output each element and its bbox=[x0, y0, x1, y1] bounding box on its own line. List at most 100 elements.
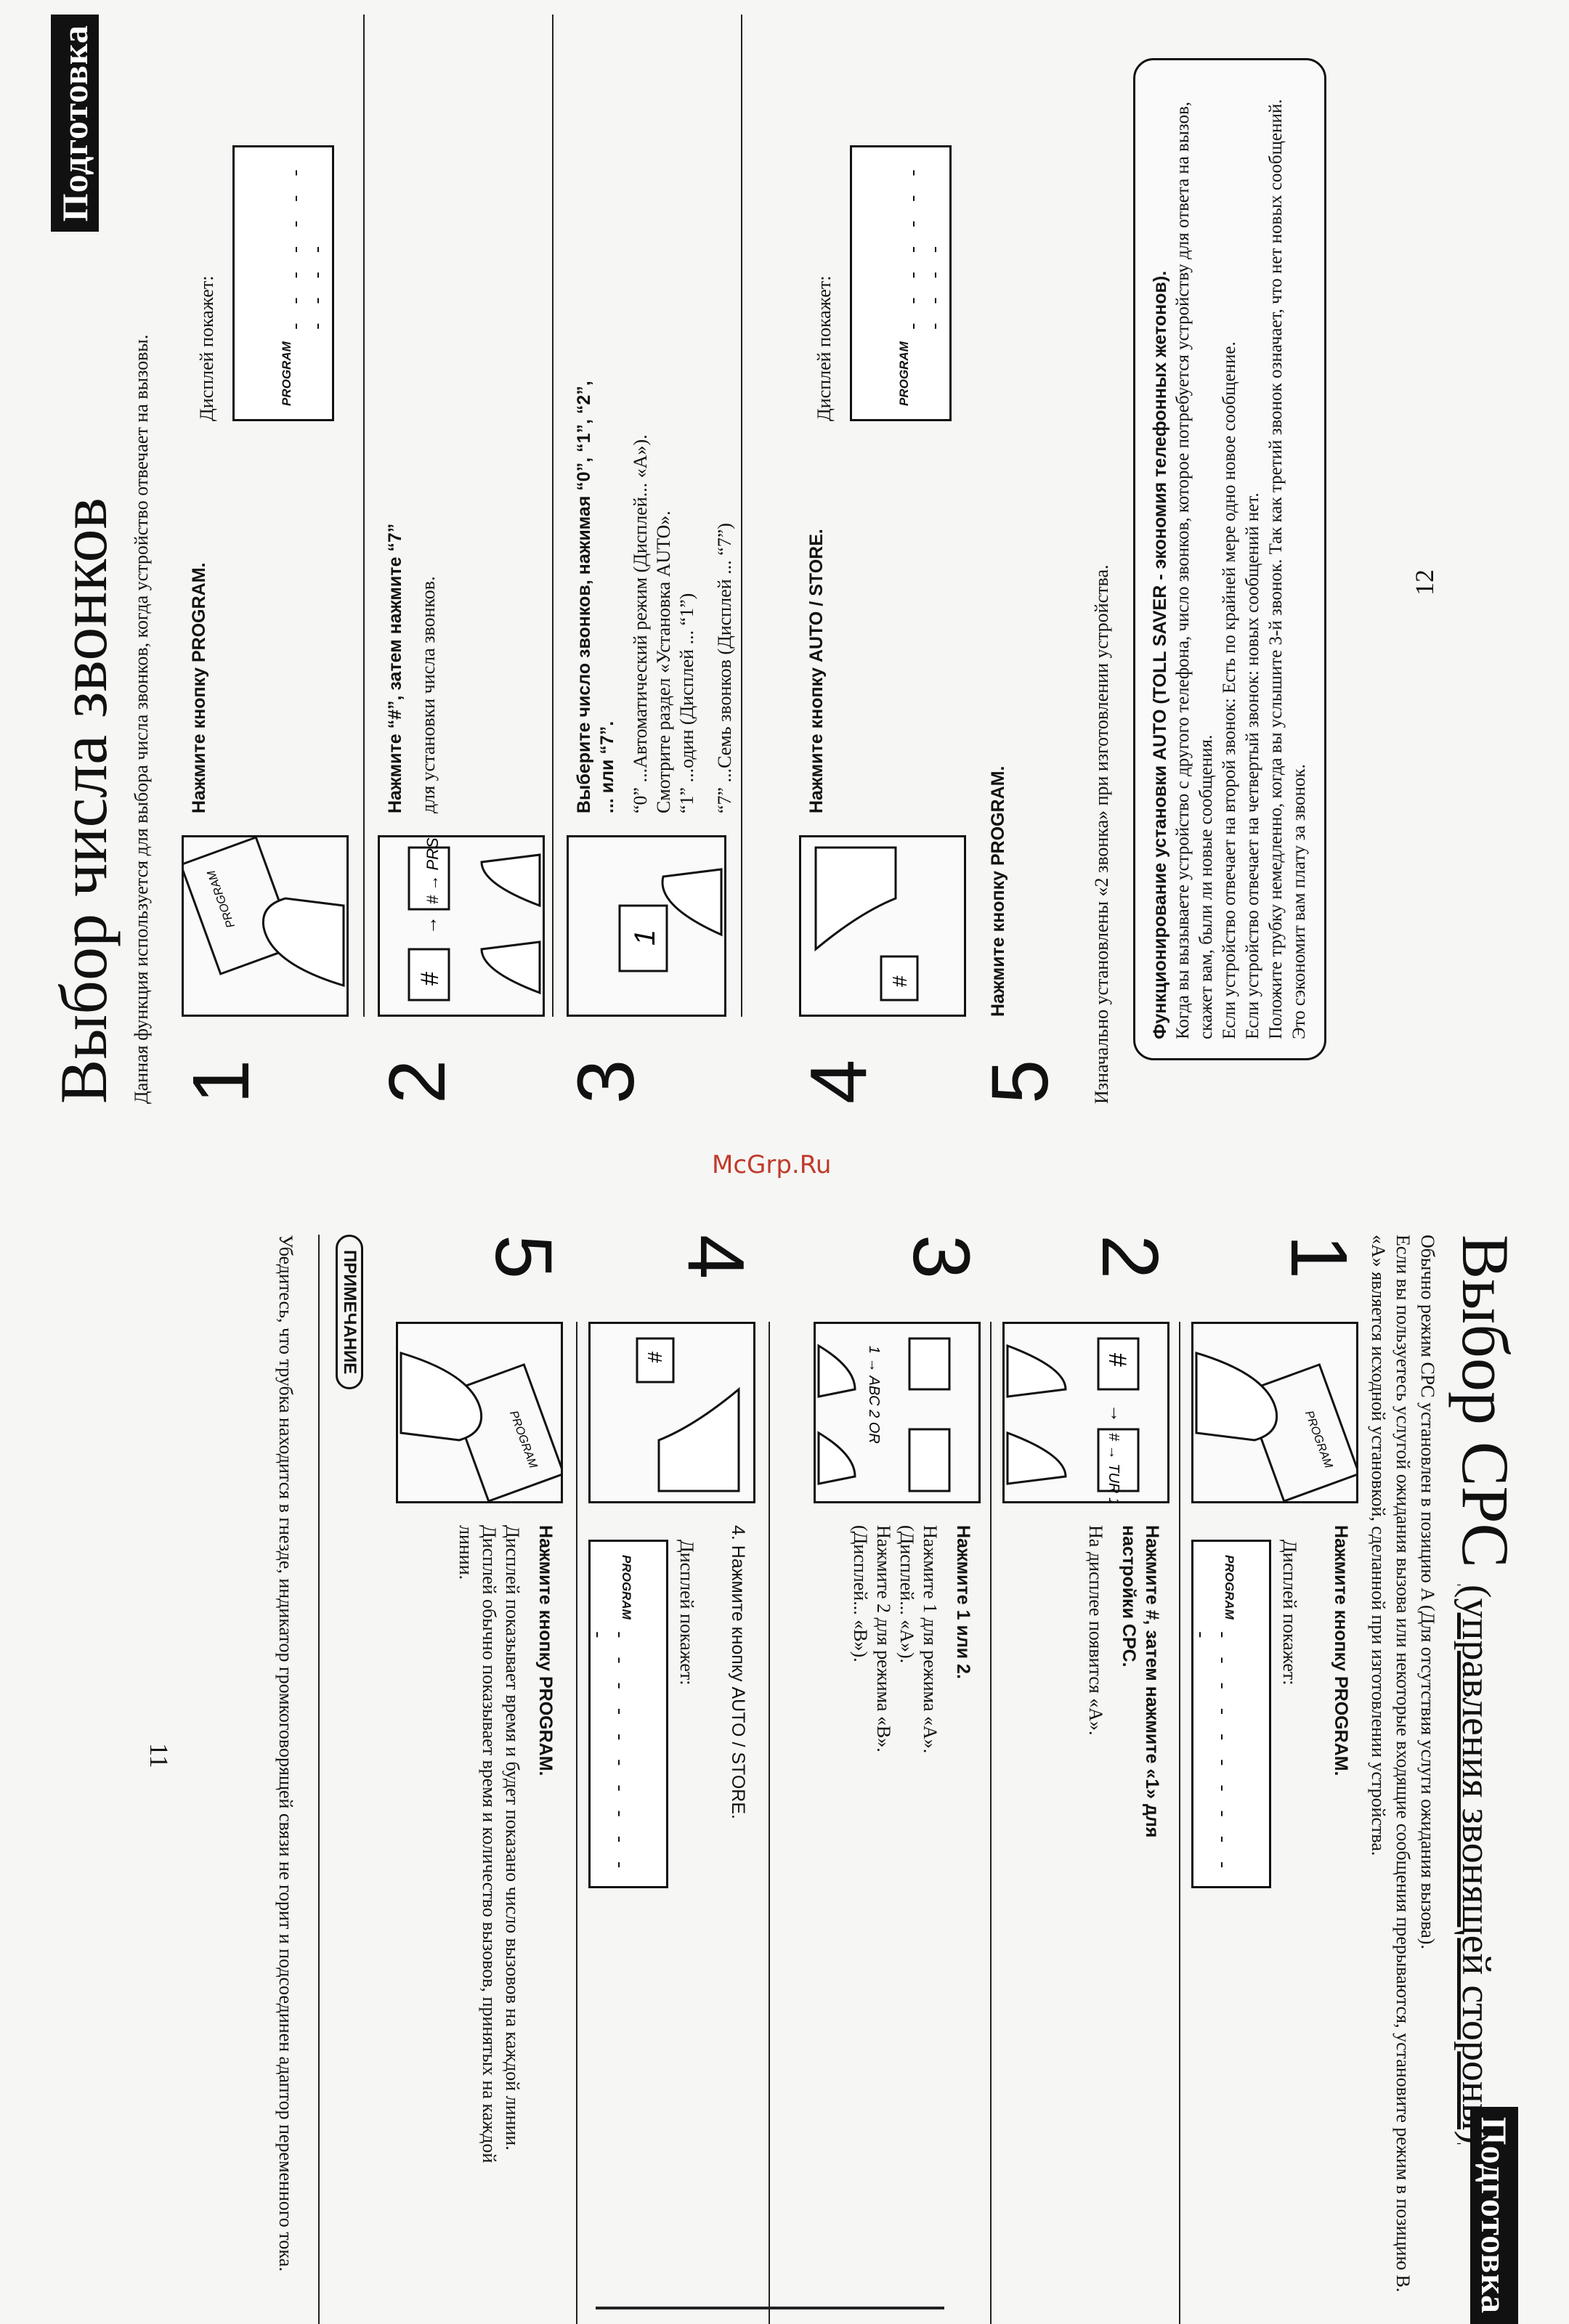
digit-key-icon: 1 bbox=[618, 868, 723, 972]
step-number: 1 bbox=[177, 1059, 266, 1104]
keypad-illustration: PROGRAM bbox=[1191, 1322, 1358, 1503]
keypad-press-icon: # bbox=[636, 1337, 740, 1492]
hash-key-icon: # → # → PRS 7 bbox=[408, 835, 541, 1001]
step-title: Нажмите кнопку PROGRAM. bbox=[988, 765, 1008, 1017]
hand-press-icon: PROGRAM bbox=[182, 836, 345, 988]
scan-edge-line bbox=[596, 2307, 944, 2309]
step-line: (Дисплей... «A»). bbox=[896, 1525, 917, 1664]
step-title: Выберите число звонков, нажимая “0”, “1”… bbox=[574, 381, 617, 813]
hand-press-icon: PROGRAM bbox=[400, 1351, 563, 1503]
step-line: Дисплей обычно показывает время и количе… bbox=[455, 1525, 500, 2163]
info-box-title: Функционирование установки AUTO (TOLL SA… bbox=[1150, 270, 1170, 1039]
step-line: для установки числа звонков. bbox=[418, 576, 439, 813]
step-text: Нажмите кнопку PROGRAM. bbox=[1319, 1525, 1353, 1903]
step-text: Нажмите кнопку AUTO / STORE. bbox=[805, 436, 838, 813]
step-text: Нажмите кнопку PROGRAM. bbox=[986, 639, 1020, 1017]
digit-keys-icon: 1 → ABC 2 OR bbox=[817, 1337, 951, 1492]
divider bbox=[769, 1322, 770, 2324]
step-text: Выберите число звонков, нажимая “0”, “1”… bbox=[572, 378, 737, 813]
page-title: Выбор числа звонков bbox=[46, 497, 121, 1104]
svg-text:# → TUR 1: # → TUR 1 bbox=[1106, 1433, 1122, 1503]
step-number: 5 bbox=[976, 1059, 1065, 1104]
divider bbox=[318, 1235, 320, 2324]
step-line: Дисплей показывает время и будет показан… bbox=[502, 1525, 523, 2150]
lcd-display: PROGRAM - - - - - - - - - - - bbox=[232, 145, 334, 421]
display-dashes: - - - - - - - - - - - bbox=[586, 1629, 630, 1872]
page-number: 12 bbox=[1410, 569, 1439, 596]
section-badge: Подготовка bbox=[51, 15, 99, 232]
display-caption: Дисплей покажет: bbox=[196, 275, 217, 421]
keypad-illustration: # → # → TUR 1 bbox=[1002, 1322, 1169, 1503]
keypad-illustration: # → # → PRS 7 bbox=[378, 835, 545, 1017]
step-number: 4 bbox=[794, 1059, 883, 1104]
step-text: Нажмите “#”, затем нажмите “7” для устан… bbox=[384, 436, 440, 813]
step-number: 4 bbox=[671, 1235, 761, 1280]
step-line: Нажмите 2 для режима «B». bbox=[873, 1525, 894, 1752]
svg-text:#: # bbox=[888, 975, 911, 987]
divider bbox=[576, 1322, 577, 2324]
watermark: McGrp.Ru bbox=[712, 1150, 832, 1179]
display-label: PROGRAM bbox=[280, 341, 293, 406]
left-page-lower: 4 # 4. Нажмите кнопку AUTO / STORE. Дисп… bbox=[44, 1235, 770, 2324]
keypad-press-icon: # bbox=[814, 846, 919, 1001]
step-title: Нажмите “#”, затем нажмите “7” bbox=[385, 523, 405, 813]
step-text: Нажмите 1 или 2. Нажмите 1 для режима «A… bbox=[848, 1525, 975, 1903]
divider bbox=[1179, 1322, 1180, 2324]
svg-text:# → PRS 7: # → PRS 7 bbox=[423, 835, 442, 904]
step-line: “1” ...один (Дисплей ... “1”) bbox=[676, 593, 697, 813]
step-text: Нажмите кнопку PROGRAM. bbox=[187, 436, 221, 813]
left-page: Подготовка Выбор CPC (управления звоняще… bbox=[784, 1235, 1525, 2324]
intro-line: Если вы пользуетесь услугой ожидания выз… bbox=[1392, 1235, 1414, 2293]
step-line: На дисплее появится «A». bbox=[1085, 1525, 1106, 1736]
display-caption: Дисплей покажет: bbox=[1279, 1540, 1300, 1686]
hand-press-icon: PROGRAM bbox=[1195, 1351, 1358, 1503]
divider bbox=[741, 15, 742, 1017]
svg-text:#: # bbox=[416, 972, 444, 986]
note-label: ПРИМЕЧАНИЕ bbox=[336, 1235, 363, 1390]
intro-line: «A» является исходной установкой, сделан… bbox=[1368, 1235, 1389, 1856]
step-number: 2 bbox=[1085, 1235, 1175, 1280]
lcd-display: PROGRAM - - - - - - - - - - - bbox=[586, 1540, 668, 1888]
display-caption: Дисплей покажет: bbox=[814, 275, 835, 421]
step-title: Нажмите кнопку AUTO / STORE. bbox=[806, 529, 827, 813]
keypad-illustration: # bbox=[799, 835, 966, 1017]
divider bbox=[990, 1322, 992, 2324]
right-page: Подготовка Выбор числа звонков Данная фу… bbox=[44, 15, 784, 1104]
default-setting-note: Изначально установлены «2 звонка» при из… bbox=[1091, 564, 1112, 1104]
svg-text:PROGRAM: PROGRAM bbox=[507, 1409, 539, 1470]
step-line: “0” ...Автоматический режим (Дисплей... … bbox=[630, 434, 674, 813]
svg-text:#: # bbox=[644, 1352, 666, 1363]
step-text: Нажмите кнопку PROGRAM. Дисплей показыва… bbox=[454, 1525, 557, 2179]
step-number: 1 bbox=[1274, 1235, 1363, 1280]
lcd-display: PROGRAM - - - - - - - - - - - bbox=[1189, 1540, 1271, 1888]
display-label: PROGRAM bbox=[1223, 1555, 1236, 1620]
step-title: Нажмите 1 или 2. bbox=[953, 1525, 973, 1679]
auto-setting-info-box: Функционирование установки AUTO (TOLL SA… bbox=[1133, 58, 1326, 1060]
right-page-lower: 4 # Нажмите кнопку AUTO / STORE. Дисплей… bbox=[794, 15, 1525, 1104]
step-line: Нажмите 1 для режима «A». bbox=[920, 1525, 941, 1754]
step-title: Нажмите кнопку PROGRAM. bbox=[1331, 1525, 1351, 1776]
note-text: Убедитесь, что трубка находится в гнезде… bbox=[275, 1235, 296, 2272]
svg-text:PROGRAM: PROGRAM bbox=[1302, 1409, 1334, 1470]
step-title: 4. Нажмите кнопку AUTO / STORE. bbox=[728, 1525, 748, 1819]
display-label: PROGRAM bbox=[620, 1555, 633, 1620]
step-line: “7” ...Семь звонков (Дисплей ... “7”) bbox=[714, 523, 735, 813]
info-box-line: Если устройство отвечает на четвертый зв… bbox=[1243, 492, 1262, 1039]
keypad-illustration: # bbox=[588, 1322, 755, 1503]
step-title: Нажмите #, затем нажмите «1» для настрой… bbox=[1119, 1525, 1162, 1838]
step-text: 4. Нажмите кнопку AUTO / STORE. bbox=[716, 1525, 750, 1903]
note-section: ПРИМЕЧАНИЕ bbox=[336, 1235, 363, 1390]
step-text: Нажмите #, затем нажмите «1» для настрой… bbox=[1084, 1525, 1164, 1903]
step-title: Нажмите кнопку PROGRAM. bbox=[189, 562, 209, 813]
divider bbox=[363, 15, 365, 1017]
step-number: 3 bbox=[896, 1235, 986, 1280]
intro-text: Обычно режим CPC установлен в позицию A … bbox=[1366, 1235, 1440, 2309]
title-main: Выбор CPC bbox=[1448, 1235, 1523, 1568]
svg-text:1: 1 bbox=[629, 930, 661, 946]
lcd-display: PROGRAM - - - - - - - - - - - bbox=[850, 145, 952, 421]
keypad-illustration: 1 → ABC 2 OR bbox=[814, 1322, 981, 1503]
title-subtitle: (управления звонящей стороны) bbox=[1454, 1584, 1499, 2145]
info-box-line: Положите трубку немедленно, когда вы усл… bbox=[1266, 99, 1309, 1039]
info-box-line: Когда вы вызываете устройство с другого … bbox=[1173, 101, 1216, 1039]
svg-text:→: → bbox=[1106, 1404, 1128, 1423]
